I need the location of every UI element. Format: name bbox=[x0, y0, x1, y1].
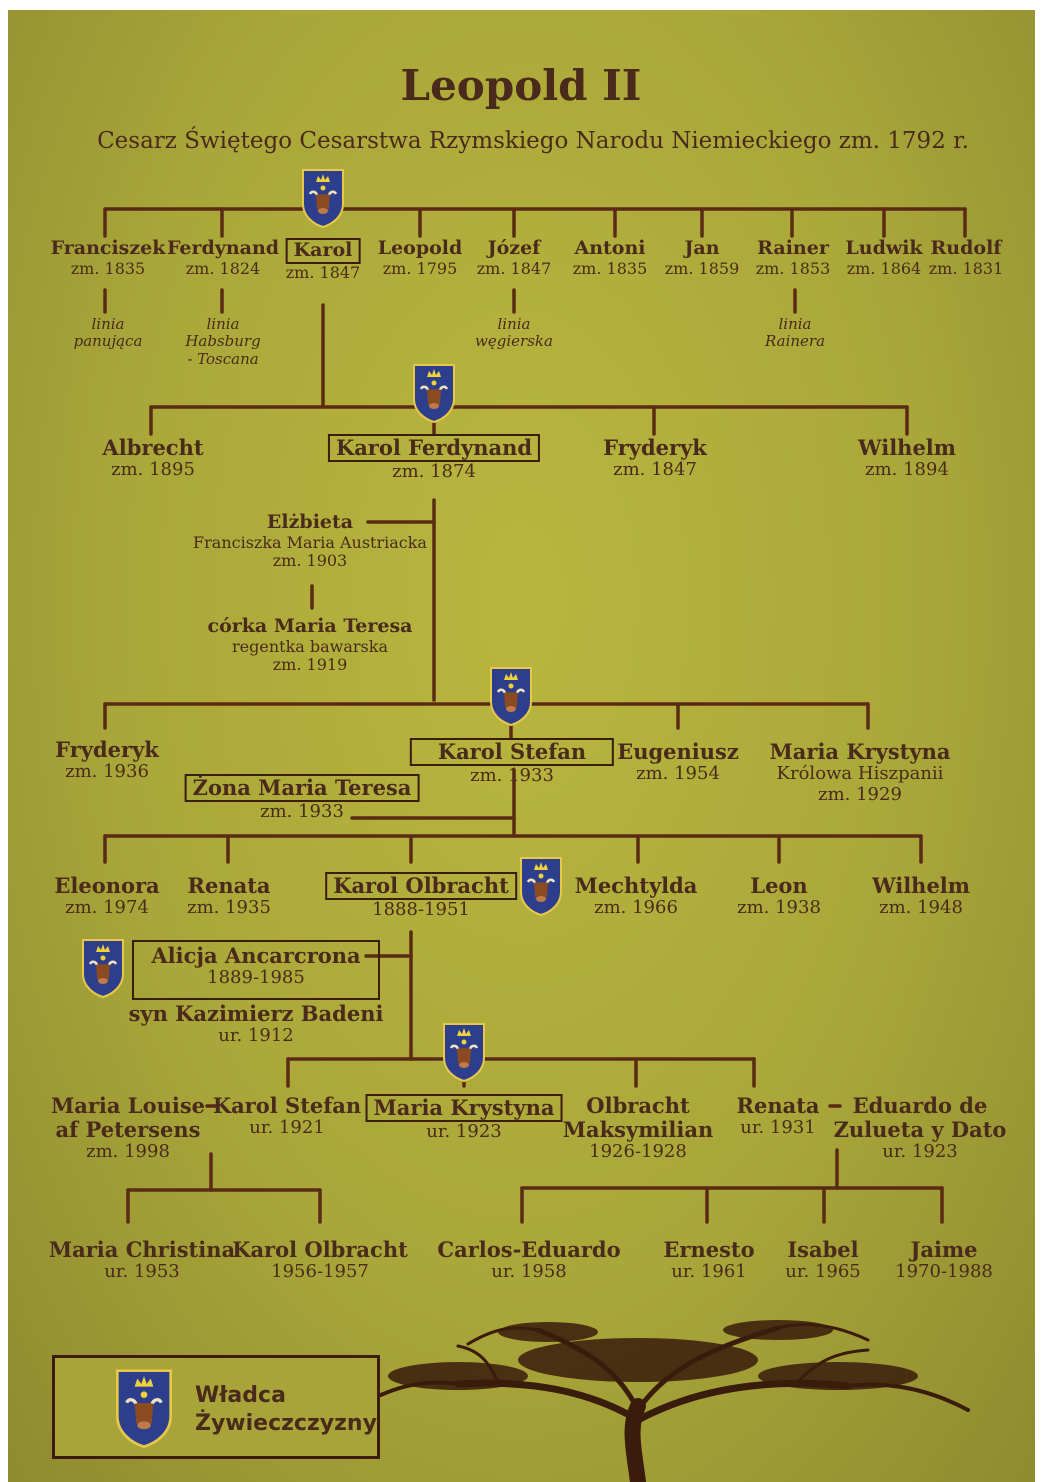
tree-silhouette bbox=[356, 1320, 970, 1482]
crest-icon bbox=[519, 856, 563, 916]
daughter-maria-teresa: córka Maria Teresa regentka bawarska zm.… bbox=[207, 615, 413, 675]
spouse-elzbieta: Elżbieta Franciszka Maria Austriacka zm.… bbox=[193, 511, 427, 571]
tree-lines bbox=[103, 207, 967, 1224]
crest-icon bbox=[412, 363, 456, 423]
crest-icon bbox=[81, 938, 125, 998]
crest-icon bbox=[115, 1368, 173, 1448]
crest-icon bbox=[489, 666, 533, 726]
page-subtitle: Cesarz Świętego Cesarstwa Rzymskiego Nar… bbox=[97, 128, 969, 154]
legend-label: Władca Żywieczczyzny bbox=[195, 1383, 377, 1436]
page-title: Leopold II bbox=[400, 61, 642, 110]
crest-icon bbox=[442, 1022, 486, 1082]
crest-icon bbox=[301, 168, 345, 228]
family-tree-sheet: Leopold II Cesarz Świętego Cesarstwa Rzy… bbox=[8, 10, 1035, 1482]
legend-box: Władca Żywieczczyzny bbox=[52, 1355, 380, 1459]
spouse-alicja-box bbox=[132, 940, 380, 1000]
